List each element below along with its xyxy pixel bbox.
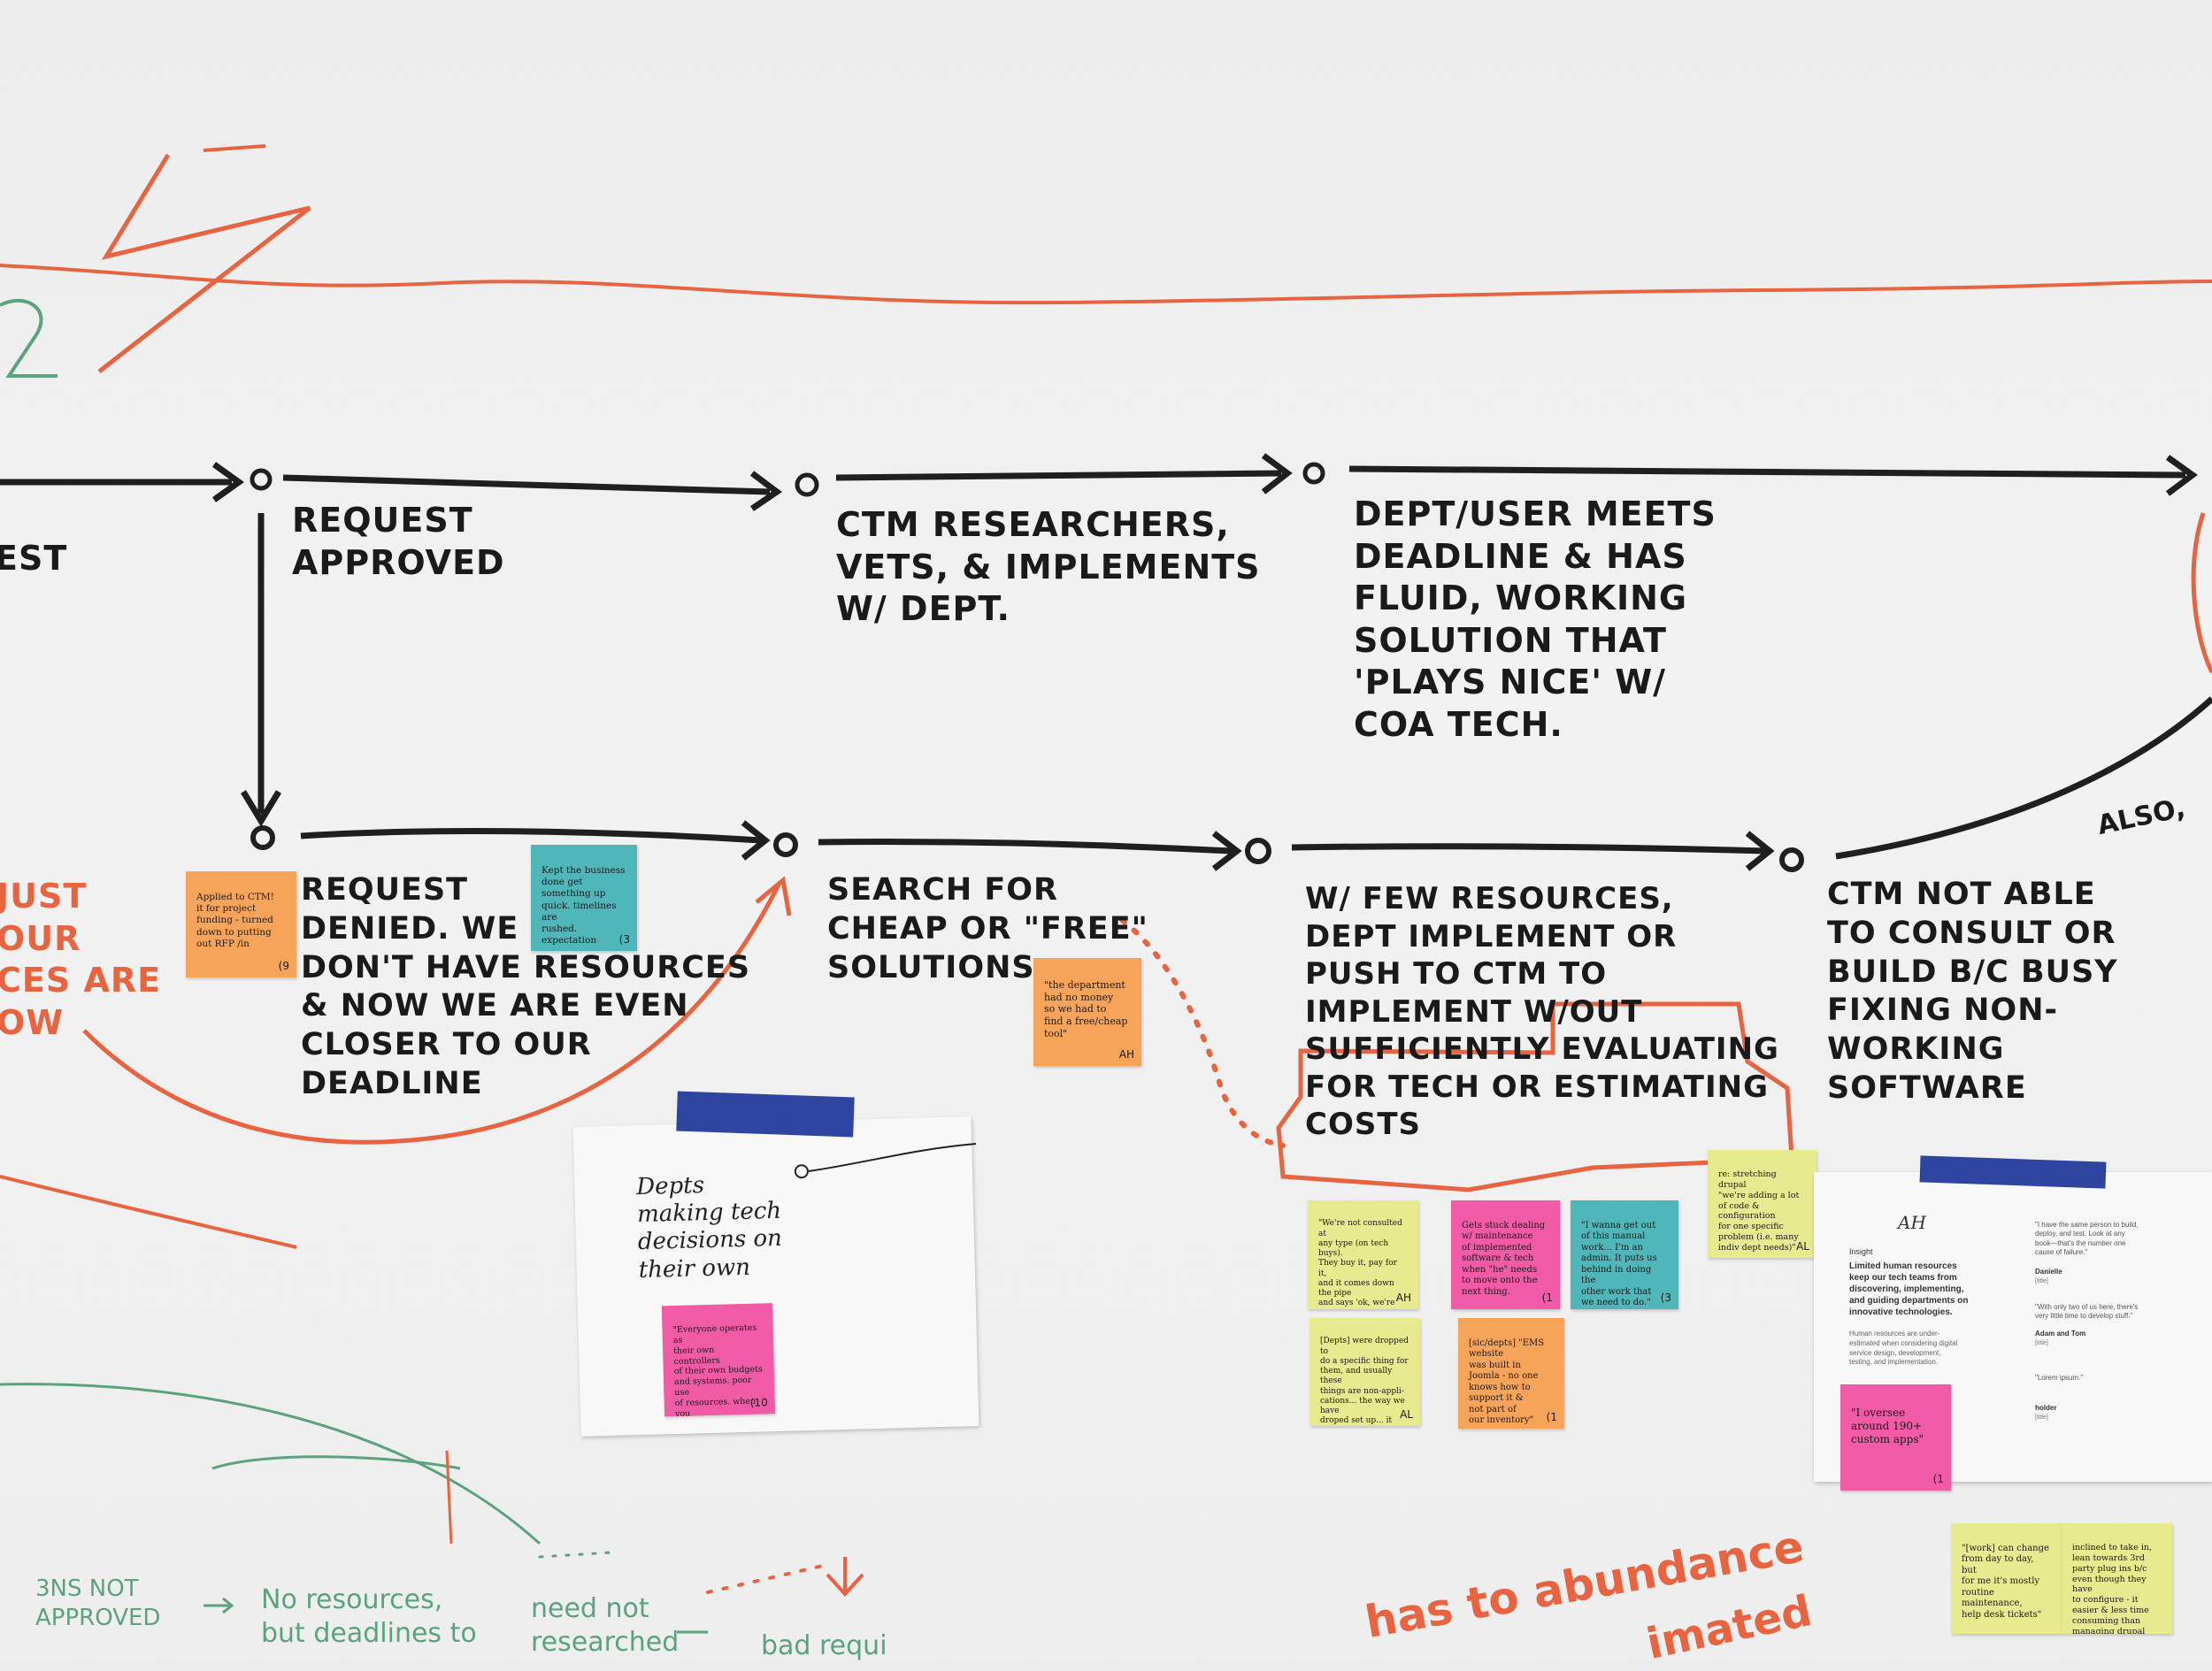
sticky-text: "We're not consulted at any type (on tec… <box>1318 1219 1402 1309</box>
sticky-initials: (1 <box>1546 1411 1557 1423</box>
sticky-text: "I oversee around 190+ custom apps" <box>1851 1407 1924 1445</box>
paper-depts-making-decisions: Depts making tech decisions on their own… <box>572 1116 979 1437</box>
bottom-step-ctm-not-able: CTM NOT ABLE TO CONSULT OR BUILD B/C BUS… <box>1827 877 2118 1106</box>
sticky-note-yellow-depts-dropped: [Depts] were dropped to do a specific th… <box>1310 1318 1420 1426</box>
sticky-text: re: stretching drupal "we're adding a lo… <box>1718 1169 1800 1253</box>
sticky-note-teal-manual-work: "I wanna get out of this manual work... … <box>1571 1200 1678 1309</box>
green-number-drawing <box>0 299 58 378</box>
bottom-timeline <box>250 696 2212 872</box>
sticky-initials: AL <box>1796 1240 1809 1253</box>
paper-handwritten-title: Depts making tech decisions on their own <box>635 1172 783 1284</box>
sticky-text: [Depts] were dropped to do a specific th… <box>1320 1337 1409 1426</box>
bottom-step-request-denied: REQUEST DENIED. WE DON'T HAVE RESOURCES … <box>301 872 751 1101</box>
sticky-initials: (1 <box>1932 1473 1944 1485</box>
insight-quote-2: "With only two of us here, there's very … <box>2035 1303 2139 1321</box>
sticky-note-yellow-third-party: inclined to take in, lean towards 3rd pa… <box>2062 1523 2172 1634</box>
sticky-text: Gets stuck dealing w/ maintenance of imp… <box>1462 1220 1546 1297</box>
sticky-initials: (10 <box>749 1396 768 1409</box>
green-note-bad-requirements: bad requi <box>761 1630 887 1661</box>
red-highlight-outline <box>1276 1001 1794 1192</box>
insight-quote-1: "I have the same person to build, deploy… <box>2035 1221 2139 1257</box>
left-red-note: JUST OUR CES ARE OW <box>0 877 162 1042</box>
insight-role-1: [title] <box>2035 1278 2048 1284</box>
green-note-no-resources: No resources, but deadlines to <box>261 1584 477 1649</box>
insight-role-2: [title] <box>2035 1340 2048 1346</box>
sticky-note-pink-everyone: "Everyone operates as their own controll… <box>661 1303 776 1417</box>
sticky-text: Applied to CTM! it for project funding -… <box>196 892 274 949</box>
sticky-note-orange-no-money: "the department had no money so we had t… <box>1033 958 1141 1066</box>
sticky-note-teal-business: Kept the business done get something up … <box>531 845 637 951</box>
sticky-text: Kept the business done get something up … <box>541 865 626 946</box>
top-step-request-approved: REQUEST APPROVED <box>292 501 505 582</box>
insight-headline: Limited human resources keep our tech te… <box>1849 1261 1969 1317</box>
blue-tape-paper1 <box>676 1091 855 1138</box>
sticky-text: "I wanna get out of this manual work... … <box>1581 1220 1657 1308</box>
insight-role-3: [title] <box>2035 1414 2048 1421</box>
sticky-note-pink-maintenance: Gets stuck dealing w/ maintenance of imp… <box>1451 1200 1560 1309</box>
sticky-initials: AH <box>1395 1292 1411 1304</box>
top-partial-label: EST <box>0 539 68 578</box>
green-arc <box>0 1383 541 1545</box>
sticky-text: "the department had no money so we had t… <box>1044 978 1128 1039</box>
top-step-dept-meets-deadline: DEPT/USER MEETS DEADLINE & HAS FLUID, WO… <box>1354 494 1717 744</box>
sticky-note-orange-ems-website: [sic/depts] "EMS website was built in Jo… <box>1458 1318 1564 1429</box>
green-note-not-approved: 3NS NOT APPROVED <box>35 1575 161 1631</box>
sticky-text: "[work] can change from day to day, but … <box>1962 1543 2049 1620</box>
bottom-step-search-cheap: SEARCH FOR CHEAP OR "FREE" SOLUTIONS <box>827 872 1148 985</box>
sticky-text: "Everyone operates as their own controll… <box>672 1322 763 1417</box>
sticky-initials: AL <box>1400 1408 1413 1421</box>
insight-name-3: holder <box>2035 1404 2057 1412</box>
paper-insight-sheet: AH Insight Limited human resources keep … <box>1814 1172 2212 1491</box>
insight-name-2: Adam and Tom <box>2035 1330 2086 1338</box>
red-right-curve <box>2191 512 2212 674</box>
top-timeline <box>0 453 2198 827</box>
sticky-initials: (3 <box>1660 1292 1671 1304</box>
insight-initials: AH <box>1898 1212 1926 1233</box>
sticky-initials: AH <box>1118 1048 1134 1061</box>
sticky-text: [sic/depts] "EMS website was built in Jo… <box>1469 1338 1545 1426</box>
insight-label: Insight <box>1849 1247 1873 1256</box>
bottom-step-few-resources: W/ FEW RESOURCES, DEPT IMPLEMENT OR PUSH… <box>1305 881 1779 1142</box>
red-timeline-line <box>0 264 2212 305</box>
sticky-note-yellow-work-change: "[work] can change from day to day, but … <box>1951 1523 2062 1634</box>
sticky-note-orange-applied: Applied to CTM! it for project funding -… <box>186 871 296 977</box>
paper-arrow-drawing <box>794 1143 977 1179</box>
insight-quote-3: "Lorem ipsum." <box>2035 1374 2084 1382</box>
insight-body: Human resources are under- estimated whe… <box>1849 1330 1958 1367</box>
sticky-initials: (9 <box>278 960 289 972</box>
sticky-note-yellow-stretching-drupal: re: stretching drupal "we're adding a lo… <box>1708 1150 1816 1258</box>
green-note-need-researched: need not researched <box>531 1593 680 1658</box>
sticky-text: inclined to take in, lean towards 3rd pa… <box>2072 1542 2153 1634</box>
sticky-note-yellow-not-consulted: "We're not consulted at any type (on tec… <box>1308 1200 1418 1309</box>
sticky-initials: (1 <box>1541 1292 1553 1304</box>
red-dotted-line <box>1119 917 1286 1148</box>
top-step-ctm-researches: CTM RESEARCHERS, VETS, & IMPLEMENTS W/ D… <box>836 505 1261 628</box>
sticky-note-pink-custom-apps: "I oversee around 190+ custom apps" (1 <box>1840 1384 1951 1491</box>
red-curved-arrow <box>82 883 781 1145</box>
lightning-bolt-drawing <box>97 153 311 373</box>
sticky-initials: (3 <box>618 933 630 946</box>
insight-name-1: Danielle <box>2035 1268 2062 1276</box>
